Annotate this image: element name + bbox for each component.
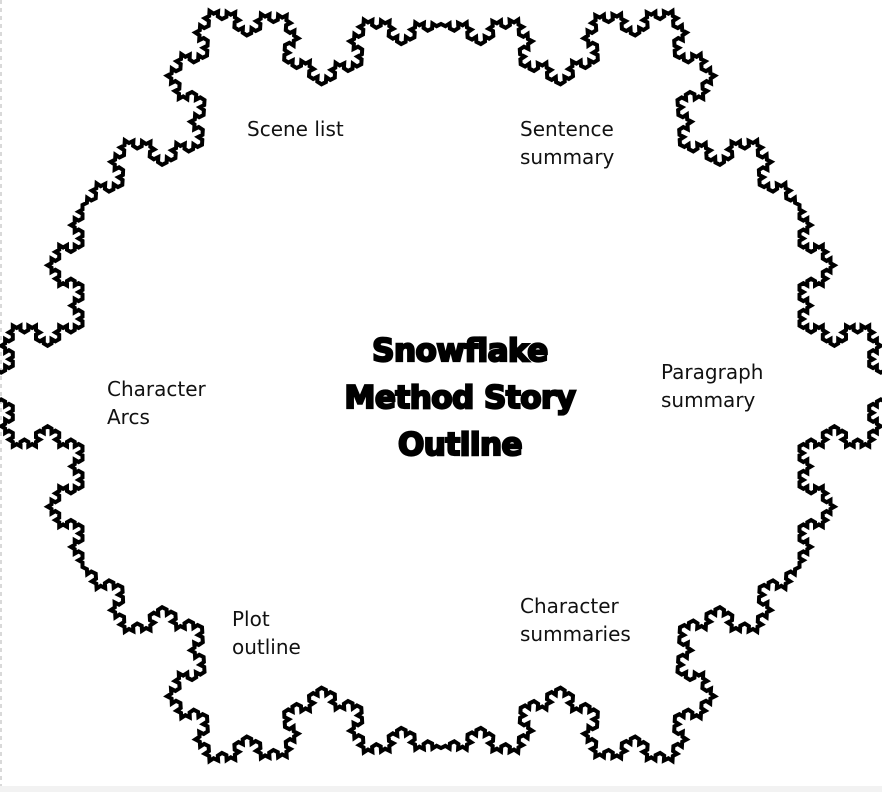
label-plot-outline-line-2: outline — [232, 635, 301, 659]
label-scene-list-text: Scene list — [247, 117, 344, 141]
left-edge-divider — [0, 0, 2, 792]
label-plot-outline: Plot outline — [232, 605, 301, 661]
label-character-summaries-line-2: summaries — [520, 622, 631, 646]
label-character-arcs: Character Arcs — [107, 375, 206, 431]
label-plot-outline-line-1: Plot — [232, 607, 270, 631]
title-line-2: Method Story — [343, 379, 577, 417]
label-sentence-summary: Sentence summary — [520, 115, 614, 171]
label-scene-list: Scene list — [247, 115, 344, 143]
label-character-summaries-line-1: Character — [520, 594, 619, 618]
label-paragraph-summary-line-2: summary — [661, 388, 756, 412]
title-line-1: Snowflake — [371, 332, 549, 370]
label-sentence-summary-line-1: Sentence — [520, 117, 614, 141]
label-paragraph-summary-line-1: Paragraph — [661, 360, 764, 384]
label-sentence-summary-line-2: summary — [520, 145, 615, 169]
diagram-title: Snowflake Method Story Outline — [300, 328, 620, 469]
label-paragraph-summary: Paragraph summary — [661, 358, 763, 414]
title-line-3: Outline — [397, 426, 524, 464]
bottom-band — [0, 786, 882, 792]
snowflake-border — [0, 7, 882, 765]
label-character-summaries: Character summaries — [520, 592, 631, 648]
label-character-arcs-line-1: Character — [107, 377, 206, 401]
label-character-arcs-line-2: Arcs — [107, 405, 150, 429]
